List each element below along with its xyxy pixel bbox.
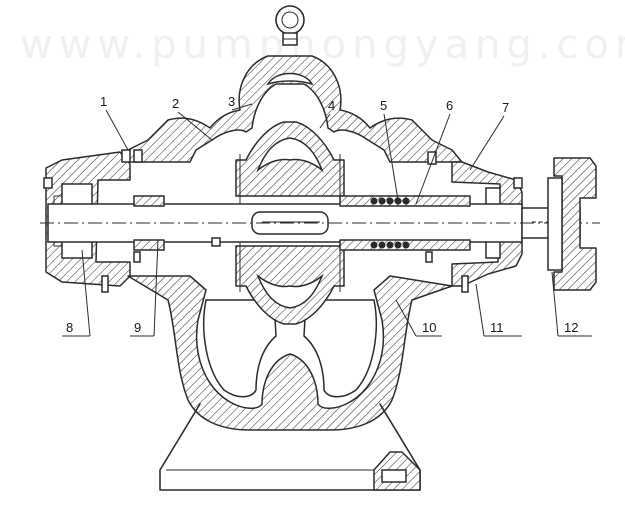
callout-8: 8 <box>66 320 73 335</box>
callout-9: 9 <box>134 320 141 335</box>
callout-1: 1 <box>100 94 107 109</box>
upper-casing <box>119 55 463 163</box>
packing-rings <box>370 197 410 249</box>
shaft <box>40 203 600 243</box>
callout-5: 5 <box>380 98 387 113</box>
callout-4: 4 <box>328 98 335 113</box>
watermark-text: www.pumphongyang.com <box>20 22 625 68</box>
callout-12: 12 <box>564 320 578 335</box>
callout-7: 7 <box>502 100 509 115</box>
callout-3: 3 <box>228 94 235 109</box>
lower-casing <box>127 275 453 431</box>
callout-2: 2 <box>172 96 179 111</box>
impeller <box>235 121 345 325</box>
callouts: 1 2 3 4 5 6 7 8 9 10 11 12 <box>62 94 592 337</box>
shaft-sleeves <box>133 195 471 251</box>
callout-11: 11 <box>490 320 504 335</box>
callout-10: 10 <box>422 320 436 335</box>
coupling <box>547 157 597 291</box>
lifting-eye <box>275 5 305 46</box>
bolts <box>43 149 523 293</box>
callout-6: 6 <box>446 98 453 113</box>
pedestal <box>159 403 421 491</box>
